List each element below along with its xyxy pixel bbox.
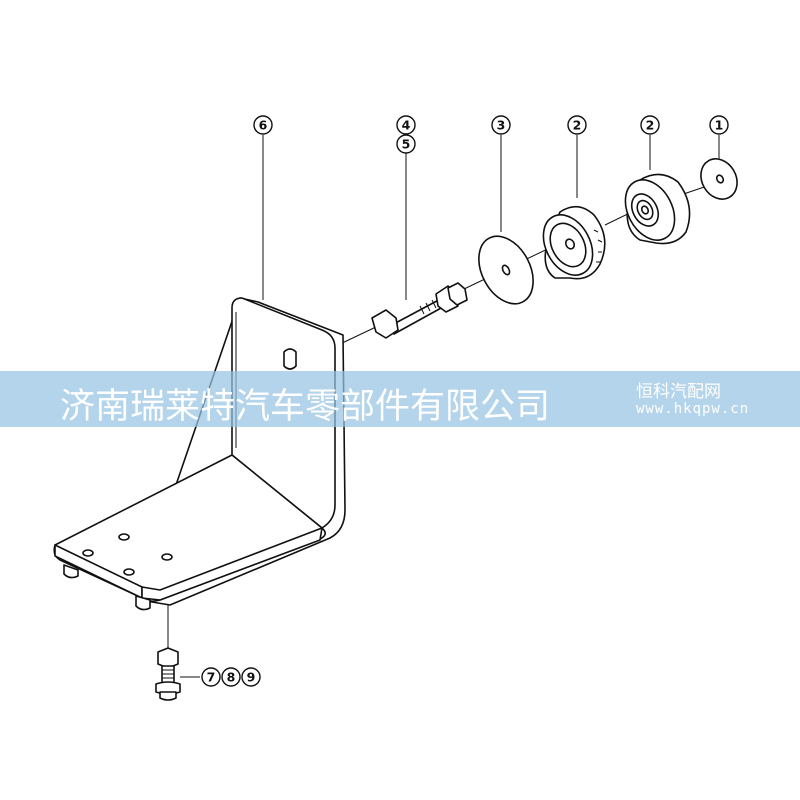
callout-2a: 2 bbox=[567, 115, 587, 135]
callout-2b: 2 bbox=[640, 115, 660, 135]
callout-5-number: 5 bbox=[402, 137, 411, 152]
callout-7-number: 7 bbox=[207, 670, 216, 685]
callout-6-number: 6 bbox=[259, 118, 268, 133]
bolt-assembly bbox=[371, 282, 468, 339]
callout-2a-number: 2 bbox=[573, 118, 582, 133]
rubber-bushing-1 bbox=[542, 205, 606, 280]
callout-3: 3 bbox=[491, 115, 511, 135]
l-bracket bbox=[53, 297, 346, 611]
callout-1-number: 1 bbox=[715, 118, 724, 133]
flat-washer bbox=[478, 235, 534, 305]
callout-9: 9 bbox=[241, 667, 261, 687]
callout-7: 7 bbox=[201, 667, 221, 687]
callout-2b-number: 2 bbox=[646, 118, 655, 133]
callout-9-number: 9 bbox=[247, 670, 256, 685]
callout-5: 5 bbox=[396, 134, 416, 154]
lower-bolt bbox=[155, 647, 181, 701]
callout-4-number: 4 bbox=[402, 118, 411, 133]
callout-8: 8 bbox=[221, 667, 241, 687]
rubber-bushing-2 bbox=[624, 173, 691, 245]
watermark-company-name: 济南瑞莱特汽车零部件有限公司 bbox=[60, 387, 551, 427]
watermark-banner: 济南瑞莱特汽车零部件有限公司 恒科汽配网 www.hkqpw.cn bbox=[0, 371, 800, 427]
callout-1: 1 bbox=[709, 115, 729, 135]
watermark-site-name: 恒科汽配网 bbox=[636, 382, 721, 402]
callout-8-number: 8 bbox=[227, 670, 236, 685]
watermark-site-url: www.hkqpw.cn bbox=[636, 401, 750, 417]
callout-3-number: 3 bbox=[497, 118, 506, 133]
callout-4: 4 bbox=[396, 115, 416, 135]
callout-6: 6 bbox=[253, 115, 273, 135]
bracket-slot-hole bbox=[283, 348, 297, 370]
small-washer bbox=[700, 158, 738, 200]
